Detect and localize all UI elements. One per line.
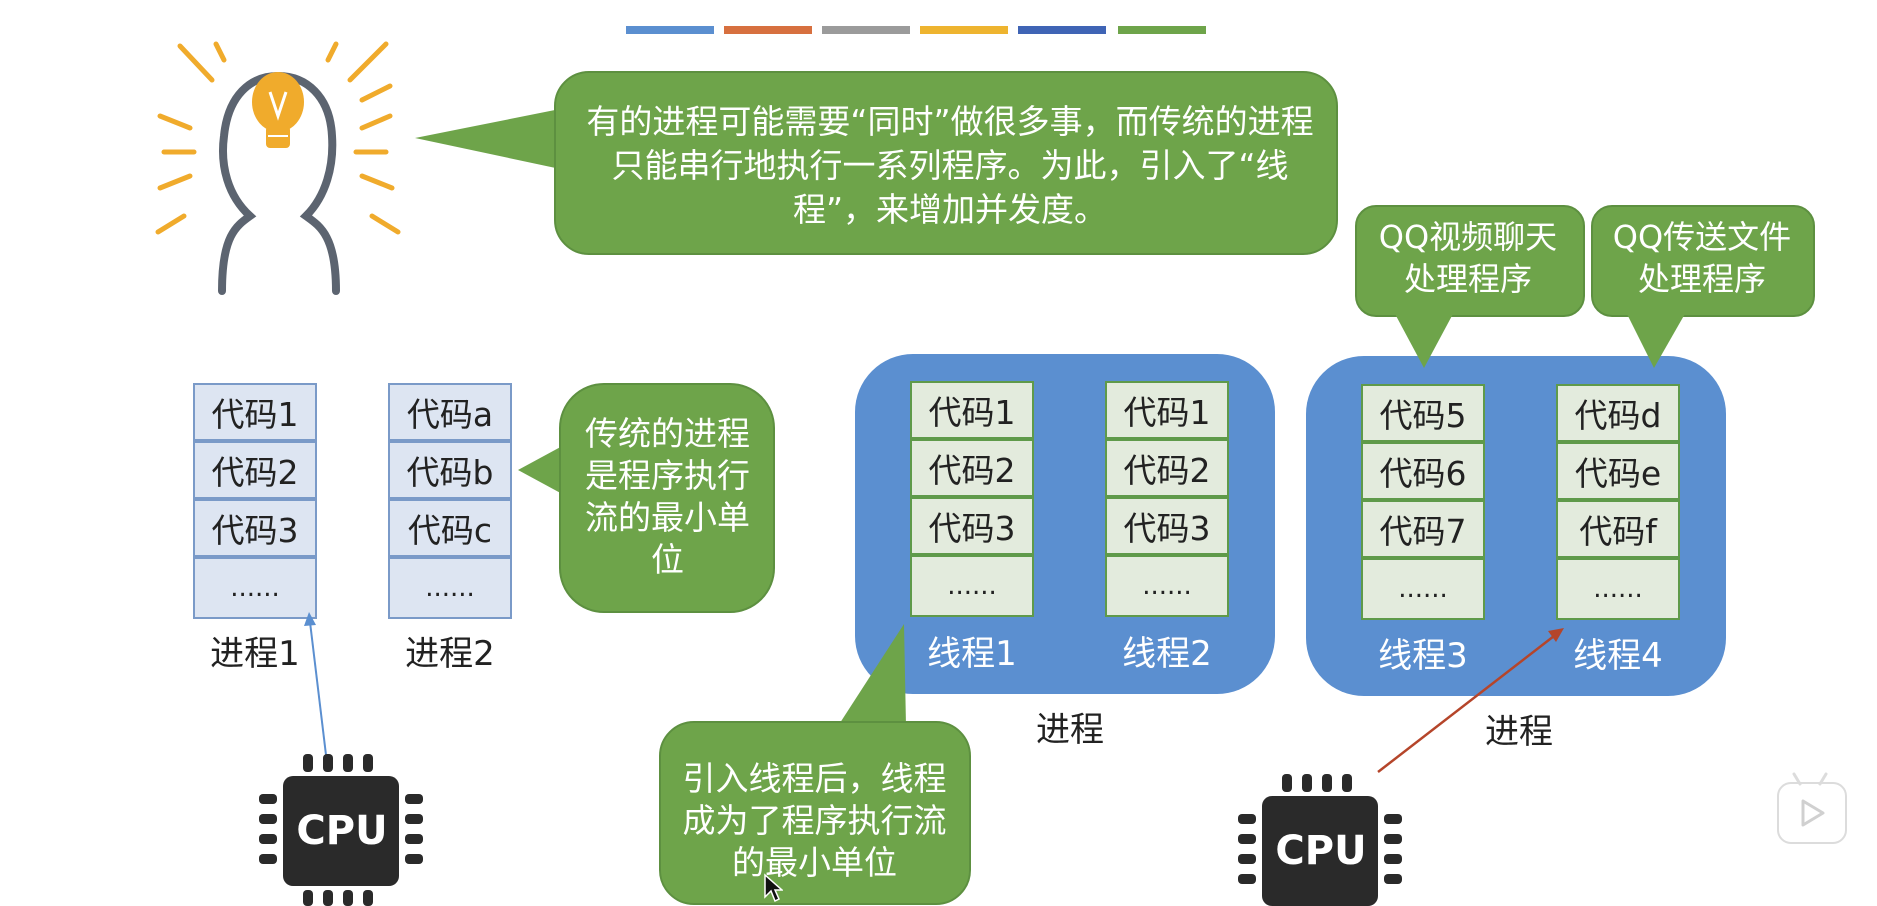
code-cell: 代码b	[388, 441, 512, 499]
cpu-arrow	[1377, 628, 1564, 773]
play-button-ears-icon	[1792, 772, 1828, 786]
cpu-arrow	[304, 612, 327, 756]
qq-video-bubble	[1355, 205, 1585, 368]
traditional-note-bubble	[518, 383, 775, 613]
color-bar-segment	[920, 26, 1008, 34]
play-button[interactable]	[1777, 782, 1847, 844]
code-cell: ......	[388, 557, 512, 619]
code-cell: ......	[1361, 558, 1485, 620]
color-bar-segment	[1018, 26, 1106, 34]
thread-note: 引入线程后，线程成为了程序执行流的最小单位	[682, 759, 947, 882]
qq-file-note: QQ传送文件处理程序	[1612, 218, 1792, 298]
process-label: 进程2	[405, 634, 495, 674]
process-label: 进程	[1036, 710, 1104, 750]
color-bar-segment	[724, 26, 812, 34]
process-label: 进程1	[210, 634, 300, 674]
code-cell: 代码3	[910, 497, 1034, 555]
code-cell: ......	[910, 555, 1034, 617]
code-cell: ......	[193, 557, 317, 619]
qq-file-bubble	[1591, 205, 1815, 368]
intro-text: 有的进程可能需要“同时”做很多事，而传统的进程只能串行地执行一系列程序。为此，引…	[586, 102, 1314, 229]
traditional-note: 传统的进程是程序执行流的最小单位	[585, 414, 750, 579]
thread-label: 线程4	[1573, 636, 1663, 676]
code-cell: ......	[1556, 558, 1680, 620]
intro-bubble	[415, 71, 1338, 255]
code-cell: 代码1	[1105, 381, 1229, 439]
code-cell: 代码3	[193, 499, 317, 557]
play-icon	[1801, 799, 1825, 827]
code-cell: ......	[1105, 555, 1229, 617]
color-bar-segment	[1118, 26, 1206, 34]
code-cell: 代码3	[1105, 497, 1229, 555]
code-cell: 代码d	[1556, 384, 1680, 442]
code-cell: 代码f	[1556, 500, 1680, 558]
color-bar-segment	[822, 26, 910, 34]
code-cell: 代码e	[1556, 442, 1680, 500]
code-cell: 代码5	[1361, 384, 1485, 442]
lightbulb-head-icon	[155, 41, 401, 295]
qq-video-note: QQ视频聊天处理程序	[1378, 218, 1558, 298]
color-bar-segment	[626, 26, 714, 34]
cpu-chip-icon	[259, 754, 423, 906]
cpu-chip-icon	[1238, 774, 1402, 906]
code-cell: 代码a	[388, 383, 512, 441]
cpu-label: CPU	[296, 808, 388, 854]
code-cell: 代码2	[1105, 439, 1229, 497]
code-cell: 代码c	[388, 499, 512, 557]
code-cell: 代码2	[193, 441, 317, 499]
code-cell: 代码7	[1361, 500, 1485, 558]
thread-note-bubble	[659, 624, 971, 905]
code-cell: 代码6	[1361, 442, 1485, 500]
thread-label: 线程1	[927, 634, 1017, 674]
code-cell: 代码1	[910, 381, 1034, 439]
code-cell: 代码1	[193, 383, 317, 441]
code-cell: 代码2	[910, 439, 1034, 497]
mouse-cursor-icon	[764, 873, 783, 903]
thread-label: 线程2	[1122, 634, 1212, 674]
thread-label: 线程3	[1378, 636, 1468, 676]
cpu-label: CPU	[1275, 828, 1367, 874]
process-label: 进程	[1485, 712, 1553, 752]
